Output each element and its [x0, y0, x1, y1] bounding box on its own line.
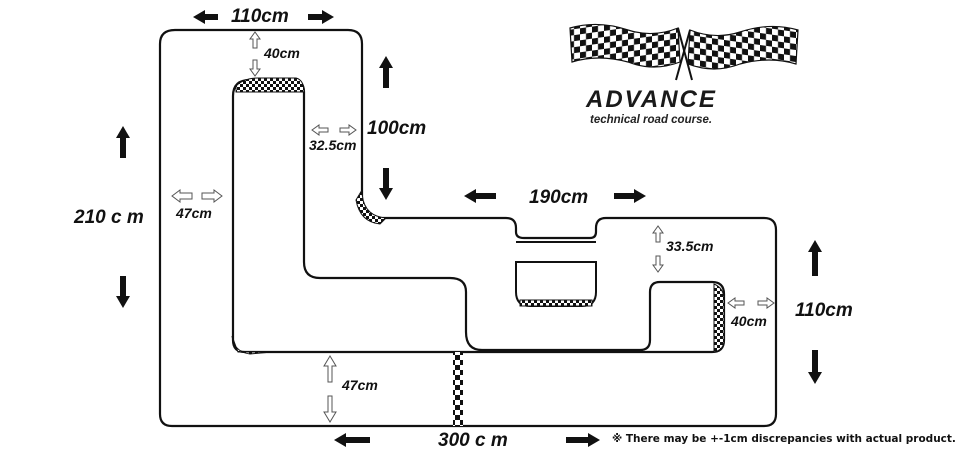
outline-arrow-left-icon	[311, 124, 329, 136]
dimension-lane-width-left-top: 32.5cm	[309, 137, 357, 153]
dimension-right-step-height: 100cm	[367, 118, 427, 139]
outline-arrow-right-icon	[339, 124, 357, 136]
dimension-middle-width: 190cm	[529, 187, 589, 208]
dimension-right-height: 110cm	[795, 300, 853, 321]
curb-corner-step	[355, 188, 388, 225]
outline-arrow-right-icon	[757, 297, 775, 309]
outline-arrow-right-icon	[201, 189, 223, 203]
outline-arrow-left-icon	[171, 189, 193, 203]
dimension-bottom-lane-width: 47cm	[342, 377, 378, 393]
start-finish-line	[453, 352, 463, 426]
curb-center-pocket	[519, 299, 593, 307]
dimension-total-width: 300 c m	[438, 430, 508, 451]
arrow-right-icon	[614, 189, 646, 203]
outline-arrow-up-icon	[323, 355, 337, 383]
checkered-flags-icon	[569, 23, 799, 81]
disclaimer-note: ※ There may be +-1cm discrepancies with …	[612, 433, 956, 445]
dimension-left-lane-width: 47cm	[176, 205, 212, 221]
outline-arrow-down-icon	[652, 255, 664, 273]
arrow-left-icon	[193, 10, 218, 24]
center-pocket	[515, 261, 597, 307]
brand-name: ADVANCE	[586, 86, 717, 113]
dimension-right-lane-width: 40cm	[731, 313, 767, 329]
arrow-down-icon	[379, 168, 393, 200]
arrow-up-icon	[808, 240, 822, 276]
curb-top-inner	[235, 77, 305, 93]
curb-bottom-left	[231, 335, 273, 355]
arrow-left-icon	[334, 433, 370, 447]
curb-right-inner	[713, 283, 725, 353]
arrow-down-icon	[116, 276, 130, 308]
arrow-left-icon	[464, 189, 496, 203]
dimension-top-width: 110cm	[231, 6, 289, 27]
outline-arrow-up-icon	[249, 31, 261, 49]
outline-arrow-down-icon	[249, 59, 261, 77]
outline-arrow-left-icon	[727, 297, 745, 309]
dimension-total-height: 210 c m	[74, 207, 144, 228]
arrow-up-icon	[379, 56, 393, 88]
arrow-down-icon	[808, 350, 822, 384]
dimension-inner-top-gap: 40cm	[264, 45, 300, 61]
outline-arrow-up-icon	[652, 225, 664, 243]
arrow-up-icon	[116, 126, 130, 158]
dimension-inner-right-gap: 33.5cm	[666, 238, 714, 254]
outline-arrow-down-icon	[323, 395, 337, 423]
arrow-right-icon	[566, 433, 600, 447]
brand-tagline: technical road course.	[590, 114, 713, 126]
arrow-right-icon	[308, 10, 334, 24]
